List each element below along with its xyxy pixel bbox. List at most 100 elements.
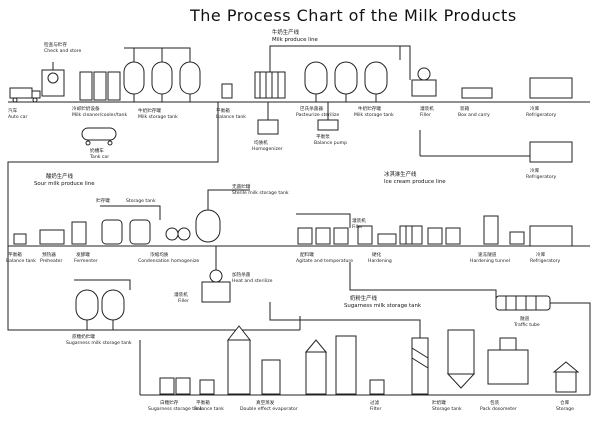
label-storage-tank-en: Storage tank: [126, 198, 156, 204]
tunnel-tower-icon: [483, 215, 499, 245]
label-sugar-tank-zh: 蔗糖奶贮罐: [72, 333, 95, 340]
label-milk-storage-en: Milk storage tank: [138, 114, 178, 120]
label-cold-c-zh: 冷库: [536, 251, 546, 258]
label-balance-en: Balance tank: [216, 114, 246, 120]
label-cold-b-en: Refrigeratory: [526, 174, 557, 180]
label-milk-tank-zh: 牛奶贮存罐: [358, 105, 381, 112]
row-4-labels: 白糖贮存 Sugarness storage tank 平衡箱 Balance …: [148, 399, 574, 412]
pipe-to-row-2: [7, 102, 219, 246]
label-cold-a-zh: 冷库: [530, 105, 540, 112]
label-heat-zh: 加热杀菌: [232, 271, 251, 278]
label-harden-zh: 硬化: [372, 251, 382, 258]
label-mix-en: Agitate and temperature: [296, 258, 353, 264]
label-ferment-zh: 发酵罐: [76, 251, 90, 258]
label-cold-c-en: Refrigeratory: [530, 258, 561, 264]
label-auto-car-en: Auto car: [8, 114, 27, 120]
label-milk-storage-zh: 牛奶贮存罐: [138, 107, 161, 114]
label-vac-zh: 真空蒸发: [256, 399, 275, 406]
section-sour-en: Sour milk produce line: [34, 181, 95, 187]
row-1-flow: [8, 45, 590, 135]
label-pasteurizer-zh: 巴氏杀菌器: [300, 105, 323, 112]
label-tank-car-zh: 奶槽车: [90, 147, 104, 154]
label-vac-en: Double effect evaporator: [240, 406, 298, 412]
label-storage-en: Storage: [556, 406, 574, 412]
sugar-store-icon: [159, 377, 191, 395]
label-cold-b-zh: 冷库: [530, 167, 540, 174]
filler-row-2-icon: [357, 225, 373, 245]
label-cond-zh: 浓缩均质: [150, 251, 169, 258]
refrigeratory-icon-a: [529, 77, 573, 99]
hardening-icon: [377, 233, 397, 245]
label-tunnel-zh: 隧道: [520, 315, 530, 322]
evaporator-icon: [226, 325, 281, 395]
label-cooler-en: Milk cleaner/cooler/tank: [72, 112, 127, 118]
filler-row-2b-icon: [399, 225, 423, 245]
label-harden-en: Hardening: [368, 258, 392, 264]
row-1-labels: 检查与贮存 Check and store 汽车 Auto car 冷却贮奶设备…: [8, 28, 557, 152]
balance-tank-3-icon: [199, 379, 215, 395]
balance-tank-icon: [221, 83, 233, 99]
label-filler-en: Filler: [420, 112, 431, 118]
label-balance3-en: Balance tank: [194, 406, 224, 412]
label-store-tank-zh: 贮奶罐: [432, 399, 446, 406]
packing-box-icon: [509, 231, 525, 245]
label-tank-car-en: Tank car: [89, 154, 109, 160]
section-powder-zh: 奶粉生产线: [350, 294, 378, 302]
section-ice-en: Ice cream produce line: [384, 179, 446, 185]
label-mix-zh: 配料罐: [300, 251, 314, 258]
label-ferment-en: Fermenter: [74, 258, 98, 264]
pasteurizer-icon: [254, 45, 401, 99]
preheater-icon: [39, 229, 65, 245]
row-2-labels: 平衡箱 Balance tank 预热器 Preheater 发酵罐 Ferme…: [6, 183, 561, 304]
label-balance2-en: Balance tank: [6, 258, 36, 264]
refrigeratory-b: 冷库 Refrigeratory: [420, 141, 573, 180]
pasteurized-milk-tanks: [304, 61, 388, 102]
row-2-flow: 酸奶生产线 Sour milk produce line 冰淇淋生产线 Ice …: [7, 102, 590, 303]
label-check-zh: 检查与贮存: [44, 41, 67, 48]
label-balance-pump-zh: 平衡泵: [316, 133, 330, 140]
check-station-icon: [41, 62, 65, 97]
homogenizer-icon: [257, 102, 279, 135]
label-sterile-tank-en: Sterile milk storage tank: [232, 190, 289, 196]
label-cold-a-en: Refrigeratory: [526, 112, 557, 118]
fermenter-icon: [71, 221, 87, 245]
cooler-icon: [79, 71, 121, 101]
tank-car-icon: 奶槽车 Tank car: [81, 127, 117, 160]
filler-icon: [411, 67, 437, 97]
label-filter-en: Filter: [370, 406, 381, 412]
pack-icon: [487, 337, 529, 385]
label-sugar-tank-en: Sugarness milk storage tank: [66, 340, 132, 346]
label-storage-zh: 仓库: [560, 399, 570, 406]
label-preheater-zh: 预热器: [42, 251, 56, 258]
label-tunnel-en: Traffic tube: [513, 322, 540, 328]
dryer-tower-icon: [446, 329, 476, 389]
truck-icon: [9, 87, 41, 103]
box-carry-icon: [461, 87, 493, 99]
label-check-en: Check and store: [44, 48, 81, 54]
sugar-tanks-icon: [74, 279, 131, 330]
label-heat-en: Heat and sterilize: [232, 278, 273, 284]
label-filler2-en: Filler: [178, 298, 189, 304]
chart-title: The Process Chart of the Milk Products: [190, 6, 517, 25]
label-hard-tunnel-en: Hardening tunnel: [470, 258, 510, 264]
label-cooler-zh: 冷却贮奶设备: [72, 105, 100, 112]
label-sterile-tank-zh: 无菌贮罐: [232, 183, 251, 190]
heat-sterilize-icon: [201, 246, 231, 303]
label-filler-zh: 灌装机: [420, 105, 434, 112]
label-sugar-store-en: Sugarness storage tank: [148, 406, 203, 412]
label-pasteurizer-en: Pasteurize sterilize: [296, 112, 339, 118]
label-filter-zh: 过滤: [370, 399, 380, 406]
label-box-en: Box and carry: [458, 112, 490, 118]
label-pack-en: Pack dosometer: [480, 406, 517, 412]
label-preheater-en: Preheater: [40, 258, 62, 264]
concentration-icon: [304, 335, 357, 395]
sterile-tank-icon: [195, 189, 250, 243]
label-balance2-zh: 平衡箱: [8, 251, 22, 258]
section-powder-en: Sugarness milk storage tank: [344, 303, 422, 309]
storage-building-icon: [552, 361, 580, 393]
label-hard-tunnel-zh: 速冻隧道: [478, 251, 497, 258]
label-balance3-zh: 平衡箱: [196, 399, 210, 406]
label-storage-tank-zh: 贮存罐: [96, 197, 110, 204]
